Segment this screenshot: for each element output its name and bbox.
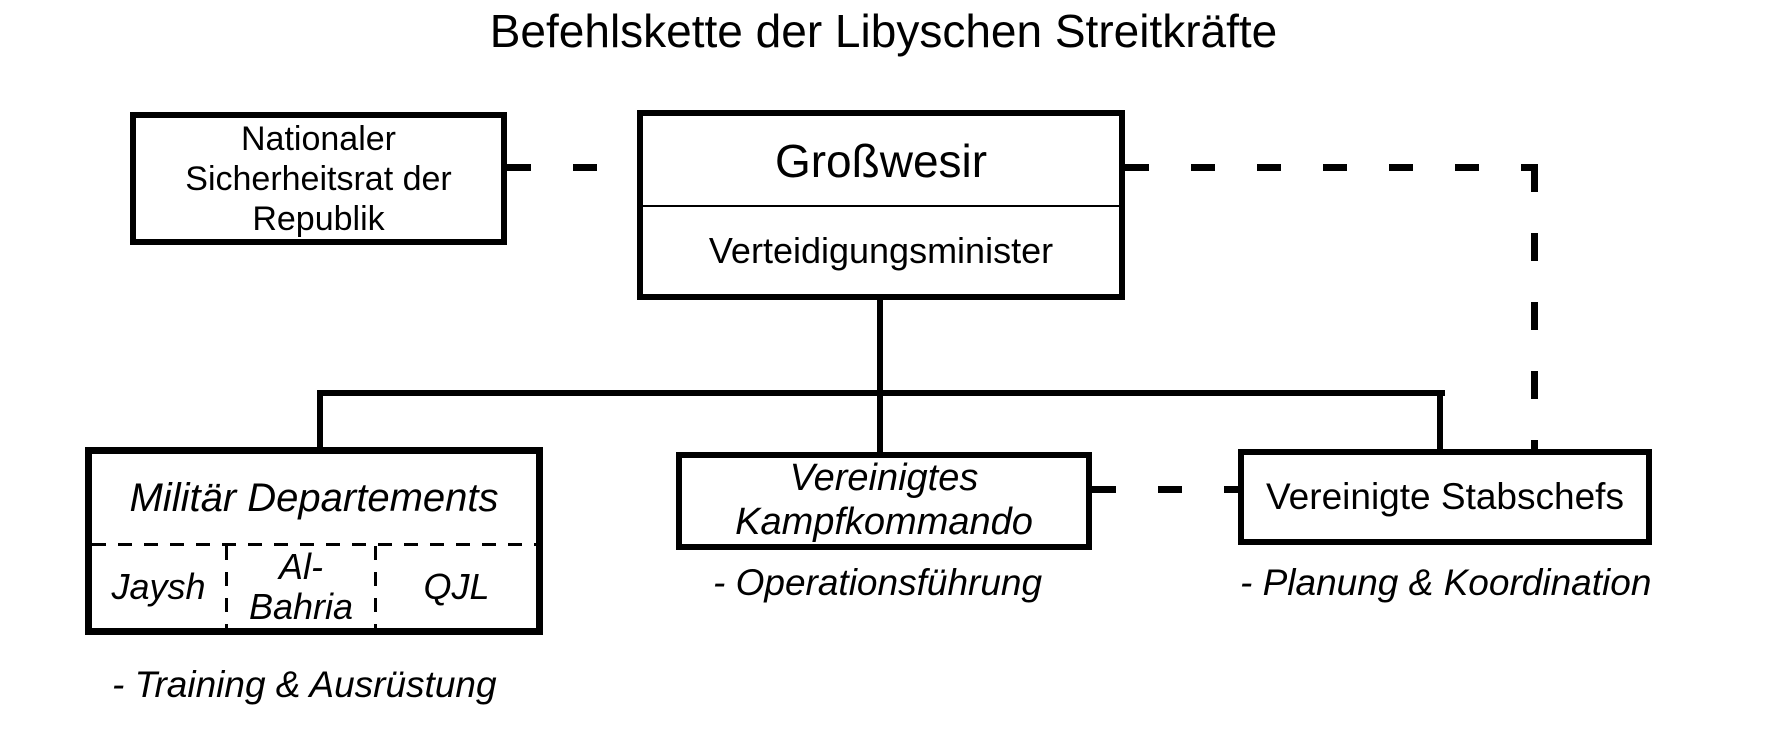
note-joint-chiefs: - Planung & Koordination: [1240, 562, 1652, 603]
solid-connector-to-joint-chiefs: [1437, 390, 1443, 449]
note-military-departments: - Training & Ausrüstung: [112, 664, 497, 705]
dashed-divider: [92, 543, 536, 546]
node-grand-vizier: Großwesir Verteidigungsminister: [637, 110, 1125, 300]
dashed-separator: [225, 546, 228, 628]
node-label: Vereinigtes Kampfkommando: [735, 457, 1033, 543]
solid-connector-to-combat-command: [877, 390, 883, 452]
node-military-departments: Militär Departements Jaysh Al-Bahria QJL: [85, 447, 543, 635]
dashed-connector-vizier-right: [1125, 164, 1538, 171]
node-title: Großwesir: [643, 116, 1119, 207]
sub-unit-jaysh: Jaysh: [111, 566, 206, 608]
node-subtitle: Verteidigungsminister: [708, 229, 1054, 271]
solid-connector-to-military-departments: [317, 390, 323, 447]
solid-connector-vizier-down: [877, 298, 883, 392]
sub-unit-al-bahria: Al-Bahria: [248, 546, 354, 627]
node-combat-command: Vereinigtes Kampfkommando: [676, 452, 1092, 550]
chart-title: Befehlskette der Libyschen Streitkräfte: [489, 5, 1278, 57]
sub-unit-qjl: QJL: [423, 566, 490, 608]
node-joint-chiefs: Vereinigte Stabschefs: [1238, 449, 1652, 545]
dashed-connector-down-to-joint-chiefs: [1531, 164, 1538, 449]
node-label: Nationaler Sicherheitsrat der Republik: [185, 119, 452, 238]
node-label: Vereinigte Stabschefs: [1266, 476, 1624, 517]
node-label: Militär Departements: [129, 476, 499, 520]
dashed-connector-council-vizier: [507, 164, 637, 171]
node-national-security-council: Nationaler Sicherheitsrat der Republik: [130, 112, 507, 245]
dashed-separator: [374, 546, 377, 628]
sub-unit-row: Jaysh Al-Bahria QJL: [92, 546, 536, 628]
note-combat-command: - Operationsführung: [713, 562, 1043, 603]
dashed-connector-command-chiefs: [1092, 486, 1238, 493]
